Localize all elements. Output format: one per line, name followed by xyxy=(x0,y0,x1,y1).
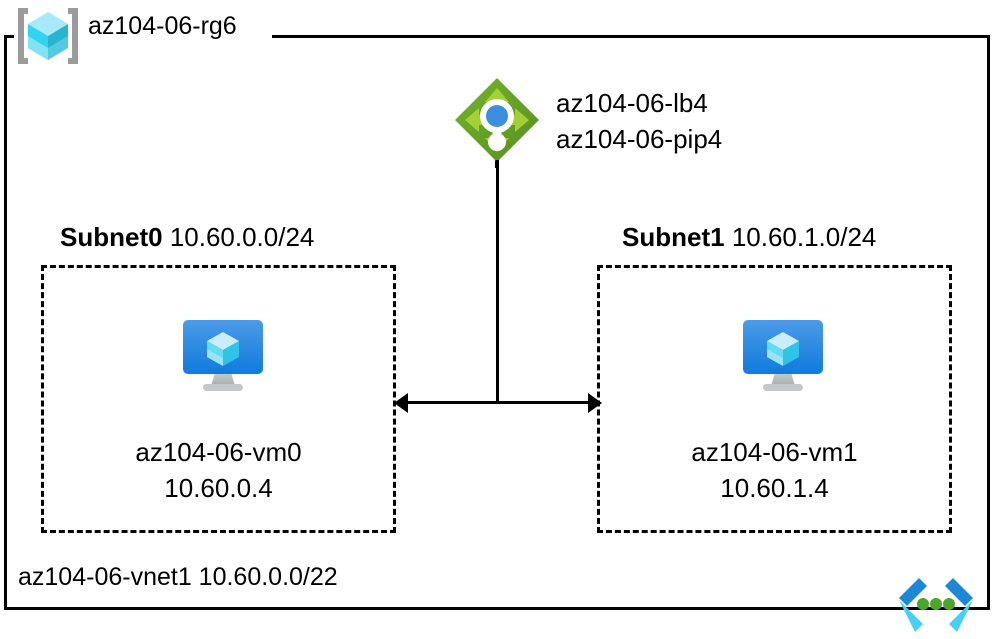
resource-group-label: az104-06-rg6 xyxy=(88,12,237,40)
resource-group-border-top-right xyxy=(272,35,990,38)
public-ip-name: az104-06-pip4 xyxy=(556,123,723,154)
vm0-name: az104-06-vm0 xyxy=(135,437,302,467)
resource-group-border-top-left xyxy=(4,35,14,38)
vm0-labels: az104-06-vm0 10.60.0.4 xyxy=(41,435,396,507)
load-balancer-icon xyxy=(453,76,541,168)
vm1-labels: az104-06-vm1 10.60.1.4 xyxy=(597,435,952,507)
vm0-ip: 10.60.0.4 xyxy=(164,472,273,503)
resource-group-border-right xyxy=(987,35,990,610)
subnet1-name: Subnet1 xyxy=(622,222,725,252)
resource-group-border-left xyxy=(4,35,7,610)
subnet0-title: Subnet0 10.60.0.0/24 xyxy=(60,224,314,250)
subnet0-cidr: 10.60.0.0/24 xyxy=(169,222,315,252)
virtual-network-icon xyxy=(893,576,979,632)
virtual-machine-icon xyxy=(177,314,269,394)
resource-group-cube-icon xyxy=(14,4,82,68)
virtual-machine-icon xyxy=(737,314,829,394)
subnet0-name: Subnet0 xyxy=(60,222,163,252)
subnet1-cidr: 10.60.1.0/24 xyxy=(731,222,877,252)
load-balancer-labels: az104-06-lb4 az104-06-pip4 xyxy=(556,86,722,158)
vm1-ip: 10.60.1.4 xyxy=(720,472,829,503)
subnet1-title: Subnet1 10.60.1.0/24 xyxy=(622,224,876,250)
load-balancer-name: az104-06-lb4 xyxy=(556,88,708,118)
load-balancer-connector-stem xyxy=(496,160,499,404)
resource-group-border-bottom xyxy=(4,607,990,610)
subnet-connector-arrowhead-right xyxy=(588,393,602,413)
subnet-connector-line xyxy=(404,401,590,404)
vnet-label: az104-06-vnet1 10.60.0.0/22 xyxy=(18,563,338,591)
vm1-name: az104-06-vm1 xyxy=(691,437,858,467)
subnet-connector-arrowhead-left xyxy=(394,393,408,413)
